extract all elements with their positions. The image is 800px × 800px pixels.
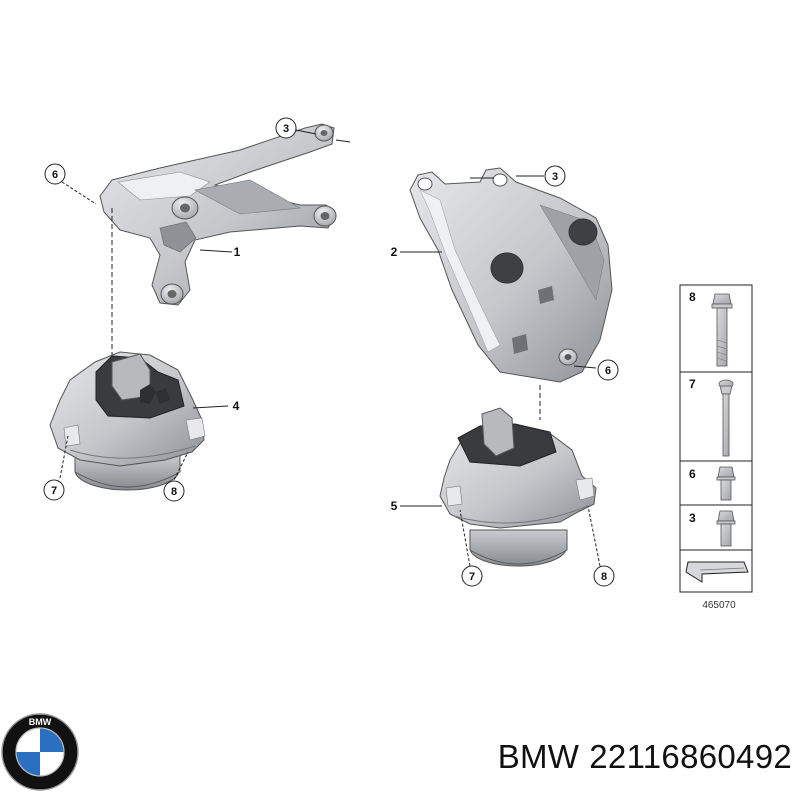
svg-text:3: 3 [552, 171, 558, 183]
legend-row-8: 8 [689, 290, 733, 367]
long-screw-icon [718, 379, 734, 457]
engine-support-bracket-1 [99, 123, 337, 306]
long-flange-bolt-icon [711, 293, 733, 367]
bmw-logo-icon: BMW [1, 713, 79, 791]
label-5: 5 [391, 499, 398, 513]
legend-row-7: 7 [689, 377, 734, 457]
figure-reference-number: 465070 [702, 600, 736, 611]
legend-number: 8 [689, 290, 696, 304]
svg-text:7: 7 [51, 485, 57, 497]
legend-number: 7 [689, 377, 696, 391]
engine-support-bracket-2 [409, 167, 613, 383]
callout-3a: 3 [275, 117, 297, 139]
fastener-legend: 8 7 6 3 [679, 284, 753, 611]
legend-number: 6 [689, 467, 696, 481]
brand-name: BMW [497, 738, 580, 775]
svg-text:6: 6 [52, 169, 58, 181]
logo-text: BMW [29, 717, 52, 727]
part-number: 22116860492 [589, 738, 792, 775]
legend-row-6: 6 [689, 466, 736, 501]
callout-6a: 6 [44, 163, 66, 185]
svg-text:3: 3 [283, 123, 289, 135]
callout-3b: 3 [544, 165, 566, 187]
svg-text:8: 8 [601, 571, 607, 583]
svg-text:7: 7 [469, 571, 475, 583]
legend-row-3: 3 [689, 510, 736, 547]
callout-7a: 7 [43, 479, 65, 501]
label-1: 1 [234, 245, 241, 259]
short-bolt-icon [716, 466, 736, 501]
leader-lines [59, 129, 601, 567]
short-bolt-icon [716, 510, 736, 547]
callout-8a: 8 [163, 480, 185, 502]
label-4: 4 [233, 399, 240, 413]
legend-number: 3 [689, 511, 696, 525]
callout-6b: 6 [597, 359, 619, 381]
callout-7b: 7 [461, 565, 483, 587]
engine-mount-4 [49, 351, 206, 491]
callout-8b: 8 [593, 565, 615, 587]
torque-arrow-icon [685, 561, 749, 583]
svg-text:6: 6 [605, 365, 611, 377]
engine-mount-5 [439, 407, 597, 567]
svg-text:8: 8 [171, 486, 177, 498]
label-2: 2 [391, 245, 398, 259]
